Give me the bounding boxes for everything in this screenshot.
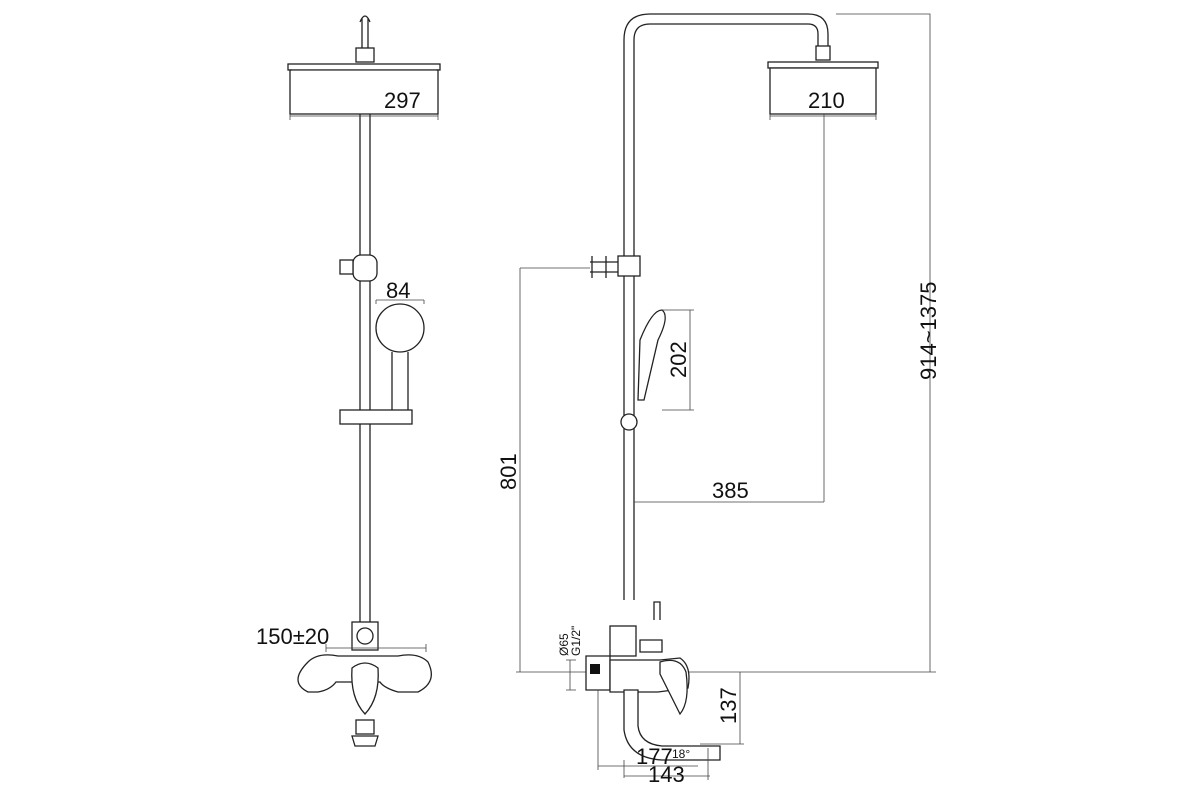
dim-angle: 18° bbox=[672, 747, 690, 761]
dim-914-1375: 914~1375 bbox=[916, 282, 941, 381]
hand-shower-head bbox=[375, 303, 425, 353]
side-view: 210 385 801 202 914~1375 137 177 143 Ø65… bbox=[496, 13, 941, 787]
dim-202: 202 bbox=[666, 341, 691, 378]
dim-150-20: 150±20 bbox=[256, 624, 329, 649]
dim-line-385 bbox=[634, 114, 825, 503]
dim-385: 385 bbox=[712, 478, 749, 503]
dim-210: 210 bbox=[808, 88, 845, 113]
head-plate bbox=[287, 63, 441, 71]
dim-143: 143 bbox=[648, 762, 685, 787]
side-hand-shower bbox=[637, 309, 666, 401]
dim-line-801 bbox=[516, 267, 936, 673]
riser-pipe bbox=[359, 114, 371, 624]
dim-line-total bbox=[836, 13, 931, 672]
riser-arm bbox=[623, 13, 829, 600]
mixer-lever bbox=[351, 662, 379, 715]
dim-177: 177 bbox=[636, 744, 673, 769]
dim-137: 137 bbox=[716, 687, 741, 724]
side-shower-head bbox=[769, 67, 877, 115]
side-lever bbox=[659, 659, 688, 716]
slider-bottom bbox=[339, 409, 413, 425]
head-connector bbox=[355, 47, 375, 63]
dim-84: 84 bbox=[386, 278, 410, 303]
outlet-aerator bbox=[351, 735, 379, 747]
slider-knob bbox=[620, 413, 638, 431]
dim-801: 801 bbox=[496, 453, 521, 490]
hand-shower-handle bbox=[391, 352, 409, 410]
dim-297: 297 bbox=[384, 88, 421, 113]
slider-top bbox=[352, 254, 378, 282]
shower-head bbox=[289, 69, 439, 115]
dim-thread: G1/2" bbox=[569, 626, 583, 656]
dim-diameter-65: Ø65 bbox=[557, 633, 571, 656]
side-diverter bbox=[609, 625, 637, 657]
spout bbox=[623, 689, 721, 761]
front-view: 297 84 150±20 bbox=[256, 15, 441, 747]
wall-bracket bbox=[617, 255, 641, 277]
